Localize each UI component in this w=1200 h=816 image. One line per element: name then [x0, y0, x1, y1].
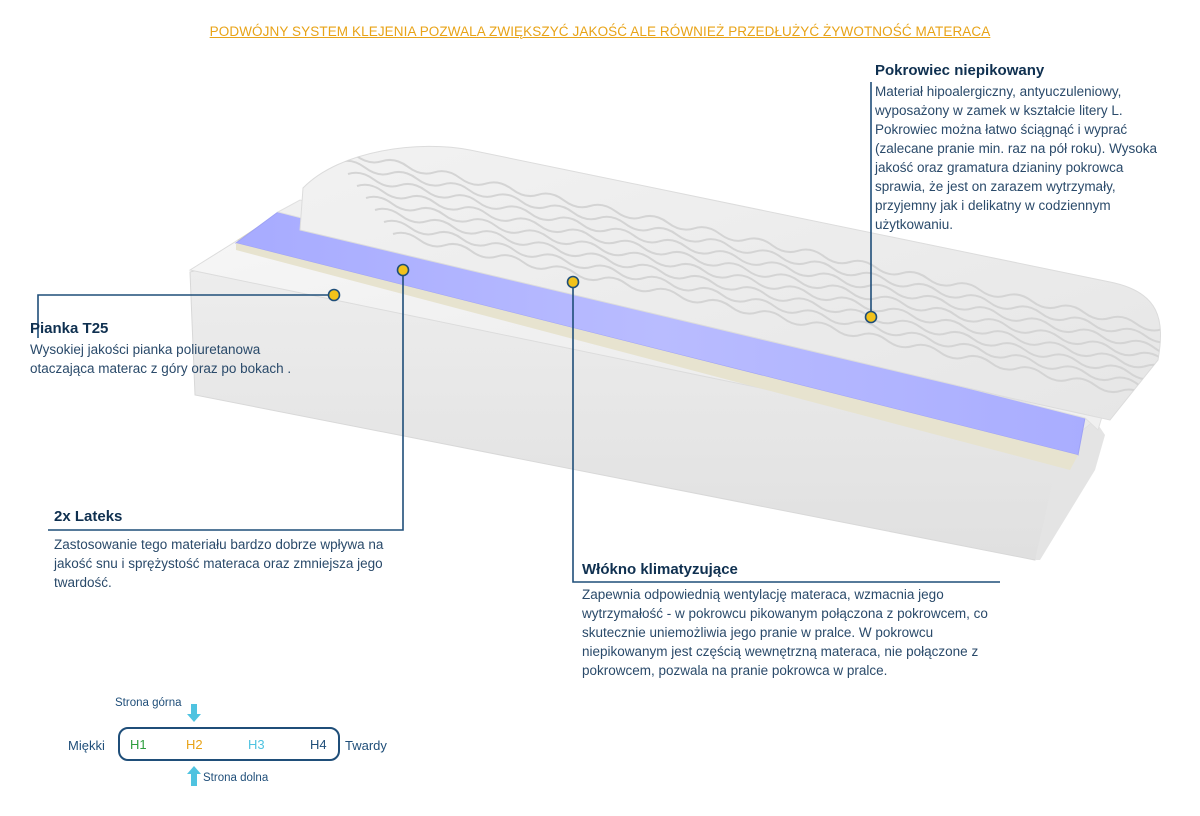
marker-pokrowiec [864, 310, 878, 324]
quilted-cover [299, 145, 1161, 421]
hardness-level-h4: H4 [310, 737, 327, 752]
pianka-title: Pianka T25 [30, 320, 109, 337]
bottom-side-label: Strona dolna [203, 772, 269, 784]
pianka-text: Wysokiej jakości pianka poliuretanowa ot… [30, 342, 292, 376]
arrow-up-icon [187, 766, 201, 786]
quilt-line [356, 183, 1161, 379]
lateks-block: 2x Lateks Zastosowanie tego materiału ba… [54, 508, 414, 592]
soft-label: Miękki [68, 738, 105, 753]
quilt-line [329, 147, 1161, 343]
hard-label: Twardy [345, 738, 387, 753]
quilt-line [374, 207, 1161, 403]
pokrowiec-block: Pokrowiec niepikowany Materiał hipoalerg… [875, 62, 1175, 234]
quilt-line [347, 171, 1161, 367]
quilt-line [365, 195, 1161, 391]
marker-lateks [396, 263, 410, 277]
latex-strip [236, 243, 1078, 470]
marker-wlokno [566, 275, 580, 289]
quilt-line [338, 159, 1161, 355]
pokrowiec-text: Materiał hipoalergiczny, antyuczuleniowy… [875, 84, 1158, 232]
hardness-level-h1: H1 [130, 737, 147, 752]
quilt-line [383, 219, 1161, 415]
leader-lateks [48, 270, 404, 531]
wlokno-text: Zapewnia odpowiednią wentylację materaca… [582, 587, 988, 678]
lateks-text: Zastosowanie tego materiału bardzo dobrz… [54, 537, 384, 590]
hardness-level-h2: H2 [186, 737, 203, 752]
page-header: PODWÓJNY SYSTEM KLEJENIA POZWALA ZWIĘKSZ… [209, 24, 991, 39]
arrow-down-icon [187, 704, 201, 722]
wlokno-title: Włókno klimatyzujące [582, 561, 738, 578]
pianka-block: Pianka T25 Wysokiej jakości pianka poliu… [30, 320, 320, 378]
quilt-line [392, 231, 1161, 421]
hardness-level-h3: H3 [248, 737, 265, 752]
leader-pianka [37, 294, 334, 338]
pokrowiec-title: Pokrowiec niepikowany [875, 62, 1045, 79]
lateks-title: 2x Lateks [54, 508, 123, 525]
marker-pianka [327, 288, 341, 302]
wlokno-block: Włókno klimatyzujące Zapewnia odpowiedni… [582, 561, 1022, 680]
leader-wlokno [572, 282, 1000, 583]
hardness-scale: H1 H2 H3 H4 [118, 727, 340, 761]
top-side-label: Strona górna [115, 697, 182, 709]
foam-side-face [1035, 420, 1105, 560]
